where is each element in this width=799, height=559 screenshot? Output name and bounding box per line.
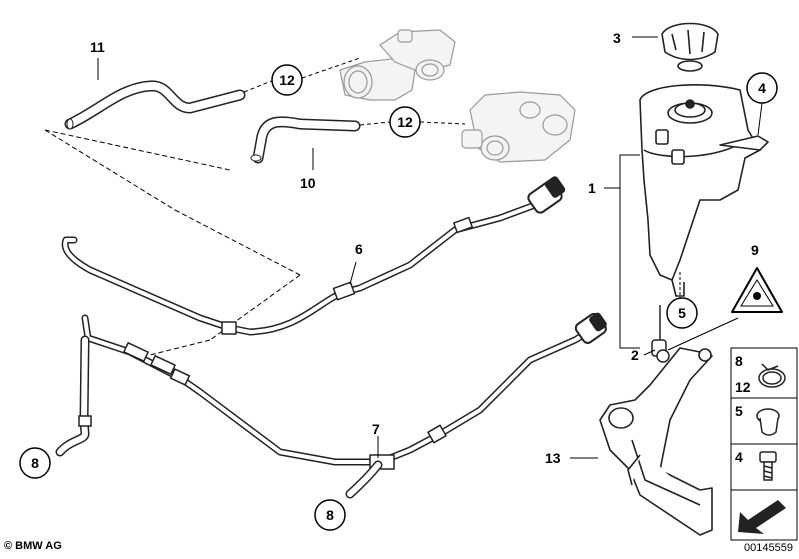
- callout-8-left: 8: [19, 447, 51, 479]
- expansion-tank: [639, 84, 769, 297]
- label-10: 10: [300, 175, 316, 191]
- label-2: 2: [631, 347, 639, 363]
- thermostat-housing-middle: [461, 91, 576, 163]
- hose-10: [250, 116, 361, 164]
- label-6: 6: [355, 241, 363, 257]
- bracket-1: [604, 154, 640, 349]
- hose-8-right: [345, 460, 383, 499]
- level-sensor-2: [651, 305, 670, 363]
- label-1: 1: [588, 180, 596, 196]
- grommet-icon: [756, 408, 780, 436]
- callout-4: 4: [746, 72, 778, 136]
- hose-8-left: [55, 335, 92, 457]
- label-9: 9: [751, 242, 759, 258]
- bracket-13: [599, 347, 713, 536]
- callout-5: 5: [666, 297, 698, 329]
- label-7: 7: [372, 421, 380, 437]
- direction-arrow-icon: [735, 500, 790, 535]
- guide-12-thermostat-2: [419, 121, 466, 125]
- cap-3: [661, 22, 719, 72]
- leader-6: [349, 261, 357, 285]
- svg-text:12: 12: [279, 72, 295, 88]
- leader-2-warning: [667, 317, 739, 351]
- legend-label-5: 5: [735, 403, 743, 419]
- warning-label-icon: [731, 267, 783, 313]
- guide-12-thermostat: [301, 57, 361, 79]
- svg-text:12: 12: [397, 114, 413, 130]
- screw-icon: [759, 451, 777, 481]
- hardware-legend: 8 12 5 4: [730, 347, 798, 541]
- legend-label-4: 4: [735, 449, 743, 465]
- hose-11: [64, 80, 246, 130]
- pipe-7: [81, 312, 607, 470]
- callout-12-middle: 12: [389, 106, 421, 138]
- svg-text:5: 5: [678, 305, 686, 321]
- label-11: 11: [90, 39, 105, 55]
- guide-11-12: [243, 79, 275, 93]
- leader-2: [643, 349, 656, 356]
- thermostat-housing-top: [339, 29, 456, 101]
- callout-8-bottom: 8: [314, 499, 346, 531]
- diagram-reference-number: 00145559: [744, 542, 793, 554]
- guide-10-12: [359, 121, 391, 126]
- legend-label-12: 12: [735, 379, 751, 395]
- legend-label-8: 8: [735, 353, 743, 369]
- svg-text:4: 4: [758, 80, 766, 96]
- svg-text:8: 8: [326, 507, 334, 523]
- callout-12-top: 12: [271, 64, 303, 96]
- label-13: 13: [545, 450, 561, 466]
- hose-clamp-icon: [758, 363, 786, 388]
- copyright-text: © BMW AG: [4, 540, 62, 552]
- svg-text:8: 8: [31, 455, 39, 471]
- pipe-6: [61, 176, 566, 336]
- label-3: 3: [613, 30, 621, 46]
